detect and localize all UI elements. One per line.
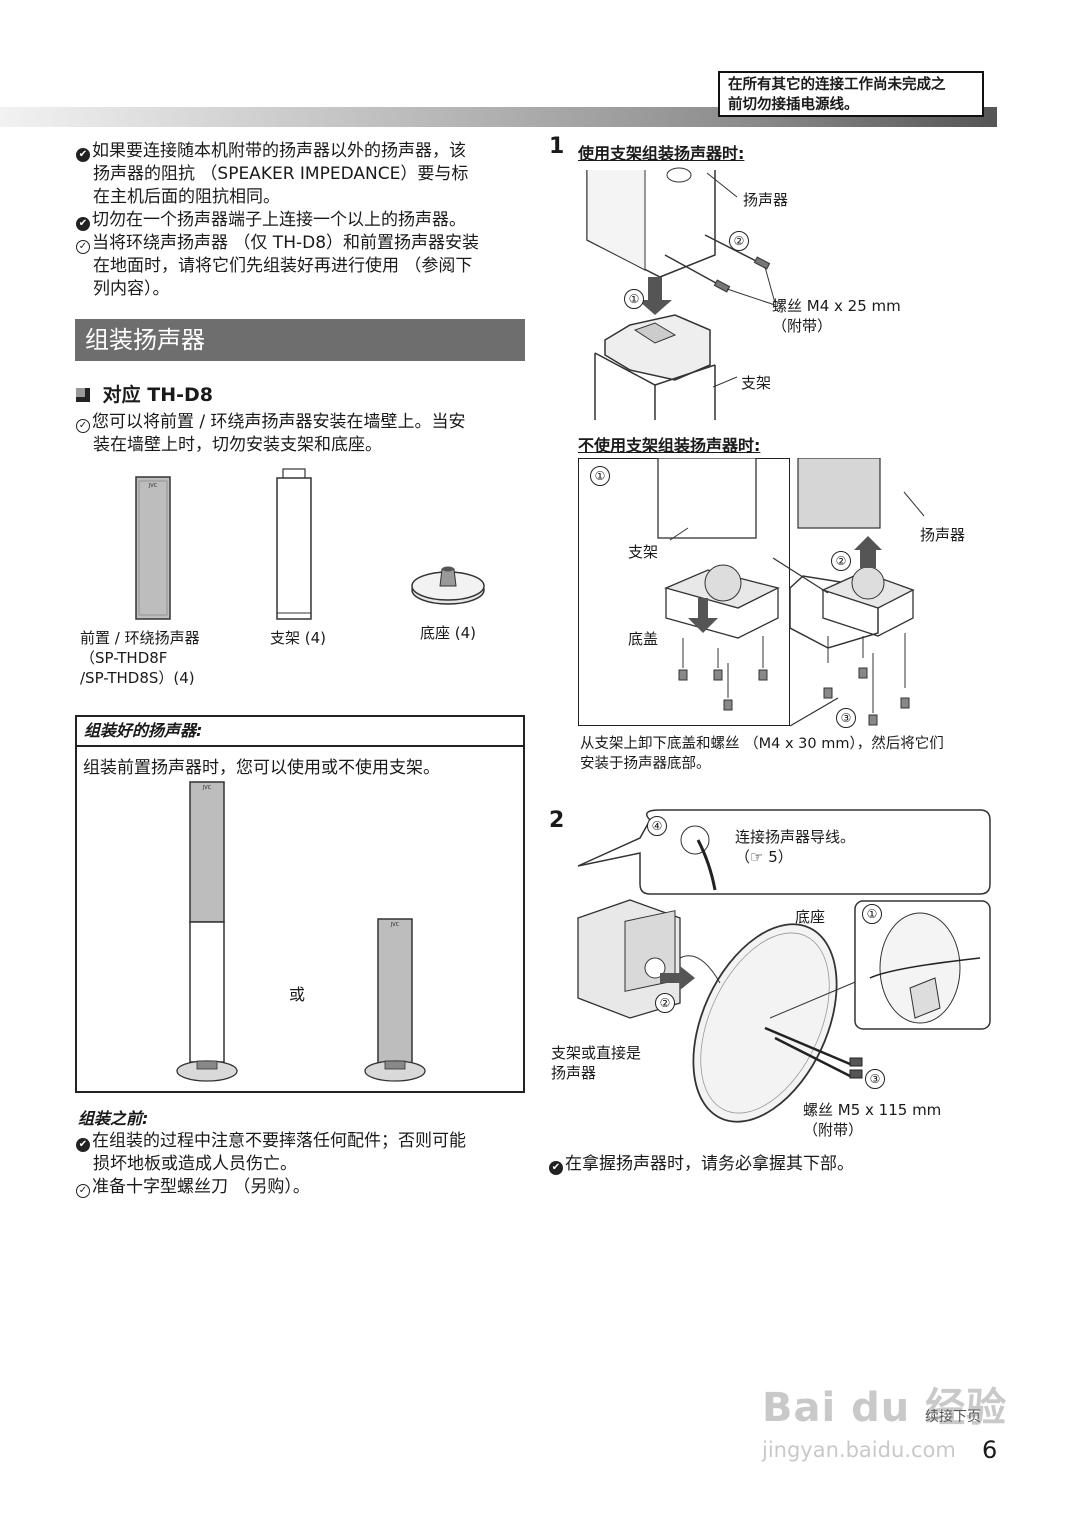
wo-label-cap: 底盖 <box>628 630 659 648</box>
step2-marker-1: ① <box>862 904 882 924</box>
note-1-line-1: 如果要连接随本机附带的扬声器以外的扬声器，该 <box>92 141 466 161</box>
with-stand-illustration <box>586 167 776 420</box>
check-icon: ✓ <box>76 240 90 254</box>
screw-m5-sub: （附带） <box>803 1121 864 1139</box>
wo-caption: 从支架上卸下底盖和螺丝 （M4 x 30 mm），然后将它们 安装于扬声器底部。 <box>580 734 944 774</box>
speaker-caption-line-2: （SP-THD8F <box>80 649 168 667</box>
step2-marker-2: ② <box>655 993 675 1013</box>
wo-marker-3: ③ <box>836 708 856 728</box>
speaker-caption-line-1: 前置 / 环绕扬声器 <box>80 629 200 647</box>
wall-note-line-2: 装在墙壁上时，切勿安装支架和底座。 <box>93 435 382 455</box>
section-title: 组装扬声器 <box>75 319 525 361</box>
parts-illustration: JVC <box>135 468 485 620</box>
power-warning-box: 在所有其它的连接工作尚未完成之 前切勿接插电源线。 <box>718 71 984 117</box>
note-3: ✓当将环绕声扬声器 （仅 TH-D8）和前置扬声器安装 在地面时，请将它们先组装… <box>76 232 526 301</box>
step1-marker-1: ① <box>624 289 644 309</box>
hold-note: ✔在拿握扬声器时，请务必拿握其下部。 <box>549 1153 854 1176</box>
label-stand: 支架 <box>741 374 772 392</box>
before-notes: ✔在组装的过程中注意不要摔落任何配件；否则可能 损坏地板或造成人员伤亡。 ✓准备… <box>76 1130 526 1199</box>
svg-text:JVC: JVC <box>390 922 400 928</box>
intro-notes: ✔如果要连接随本机附带的扬声器以外的扬声器，该 扬声器的阻抗 （SPEAKER … <box>76 140 526 301</box>
note-2-line-1: 切勿在一个扬声器端子上连接一个以上的扬声器。 <box>92 210 466 230</box>
note-icon: ✔ <box>549 1161 563 1175</box>
warning-line-1: 在所有其它的连接工作尚未完成之 <box>728 77 946 93</box>
note-icon: ✔ <box>76 1138 90 1152</box>
before-line-3: 准备十字型螺丝刀 （另购）。 <box>92 1177 310 1197</box>
note-icon: ✔ <box>76 217 90 231</box>
step-1-number: 1 <box>549 134 565 159</box>
stand-illustration <box>276 468 312 620</box>
square-icon <box>76 388 90 402</box>
screw-m5-label: 螺丝 M5 x 115 mm （附带） <box>803 1100 941 1140</box>
label-speaker: 扬声器 <box>743 191 789 209</box>
without-stand-illustration <box>657 458 925 727</box>
step-1-title: 使用支架组装扬声器时: <box>578 144 745 163</box>
wo-label-speaker: 扬声器 <box>920 526 966 544</box>
subhead-text: 对应 TH-D8 <box>102 384 214 406</box>
page-ref-label: （☞ 5） <box>735 848 793 866</box>
jvc-logo: JVC <box>202 785 212 791</box>
assembled-box-title: 组装好的扬声器: <box>77 717 523 747</box>
step2-illustration <box>577 809 991 1123</box>
screw-m5-text: 螺丝 M5 x 115 mm <box>803 1101 942 1119</box>
subhead: 对应 TH-D8 <box>76 380 213 407</box>
note-1-line-3: 在主机后面的阻抗相同。 <box>93 187 280 207</box>
stand-or-line-2: 扬声器 <box>551 1064 597 1082</box>
before-line-2: 损坏地板或造成人员伤亡。 <box>93 1154 297 1174</box>
note-2: ✔切勿在一个扬声器端子上连接一个以上的扬声器。 <box>76 209 526 232</box>
note-1-line-2: 扬声器的阻抗 （SPEAKER IMPEDANCE）要与标 <box>93 164 469 184</box>
baidu-watermark-url: jingyan.baidu.com <box>762 1438 956 1462</box>
stand-or-line-1: 支架或直接是 <box>551 1044 642 1062</box>
assembled-speaker-box: 组装好的扬声器: 组装前置扬声器时，您可以使用或不使用支架。 或 JVC JVC <box>75 715 525 1093</box>
label-screw-m4x25: 螺丝 M4 x 25 mm （附带） <box>772 296 901 336</box>
note-3-line-2: 在地面时，请将它们先组装好再进行使用 （参阅下 <box>93 256 473 276</box>
speaker-caption: 前置 / 环绕扬声器 （SP-THD8F /SP-THD8S）(4) <box>80 628 200 688</box>
base-illustration <box>411 566 485 605</box>
before-line-1: 在组装的过程中注意不要摔落任何配件；否则可能 <box>92 1131 466 1151</box>
before-title: 组装之前: <box>78 1109 149 1128</box>
step2-marker-3: ③ <box>865 1069 885 1089</box>
stand-caption: 支架 (4) <box>270 629 327 647</box>
wo-caption-line-1: 从支架上卸下底盖和螺丝 （M4 x 30 mm），然后将它们 <box>580 736 944 752</box>
check-icon: ✓ <box>76 1184 90 1198</box>
hold-note-text: 在拿握扬声器时，请务必拿握其下部。 <box>565 1154 854 1174</box>
assembled-illustration: JVC JVC <box>176 781 426 1082</box>
baidu-watermark-logo: Bai du 经验 <box>762 1385 1008 1431</box>
wo-caption-line-2: 安装于扬声器底部。 <box>580 756 711 772</box>
note-3-line-3: 列内容）。 <box>93 279 170 299</box>
tall-speaker-with-stand: JVC <box>176 781 238 1082</box>
step2-marker-4: ④ <box>647 816 667 836</box>
wo-marker-2: ② <box>831 551 851 571</box>
short-speaker-without-stand: JVC <box>364 918 426 1082</box>
wo-marker-1: ① <box>590 466 610 486</box>
stand-or-speaker-label: 支架或直接是 扬声器 <box>551 1043 641 1083</box>
base-caption: 底座 (4) <box>420 624 477 642</box>
wall-mount-note: ✓您可以将前置 / 环绕声扬声器安装在墙壁上。当安 装在墙壁上时，切勿安装支架和… <box>76 411 526 457</box>
note-3-line-1: 当将环绕声扬声器 （仅 TH-D8）和前置扬声器安装 <box>92 233 480 253</box>
note-1: ✔如果要连接随本机附带的扬声器以外的扬声器，该 扬声器的阻抗 （SPEAKER … <box>76 140 526 209</box>
or-label: 或 <box>289 985 306 1004</box>
continue-next-page: 续接下页 <box>925 1409 981 1425</box>
speaker-caption-line-3: /SP-THD8S）(4) <box>80 669 195 687</box>
note-icon: ✔ <box>76 148 90 162</box>
step2-base-label: 底座 <box>795 908 826 926</box>
connect-label: 连接扬声器导线。 <box>735 828 856 846</box>
speaker-illustration: JVC <box>135 476 171 620</box>
step-2-number: 2 <box>549 808 565 833</box>
step1-marker-2: ② <box>729 231 749 251</box>
page-number: 6 <box>982 1436 998 1464</box>
connect-wires-text: 连接扬声器导线。 （☞ 5） <box>735 827 855 867</box>
assembled-box-desc: 组装前置扬声器时，您可以使用或不使用支架。 <box>83 758 440 778</box>
screw-m4x25-sub: （附带） <box>772 317 833 335</box>
warning-line-2: 前切勿接插电源线。 <box>728 97 859 113</box>
screw-m4x25-text: 螺丝 M4 x 25 mm <box>772 297 901 315</box>
svg-text:JVC: JVC <box>148 483 158 489</box>
wo-label-stand: 支架 <box>628 543 659 561</box>
wall-note-line-1: 您可以将前置 / 环绕声扬声器安装在墙壁上。当安 <box>92 412 466 432</box>
without-stand-title: 不使用支架组装扬声器时: <box>578 436 761 455</box>
base-cap-left <box>664 564 780 639</box>
base-cap-right <box>821 536 915 637</box>
check-icon: ✓ <box>76 419 90 433</box>
